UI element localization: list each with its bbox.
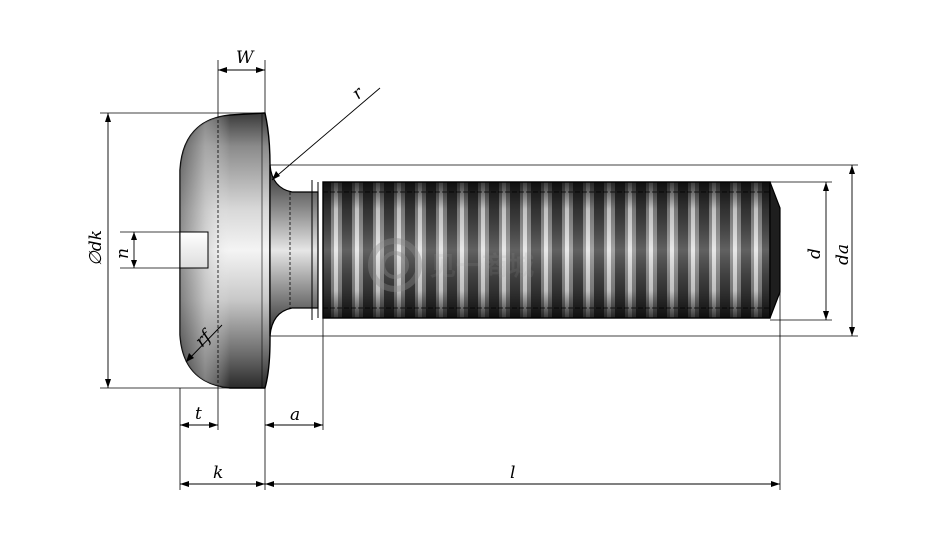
extension-lines — [100, 60, 858, 490]
label-t: t — [195, 404, 202, 424]
watermark-text: 见一商城 — [430, 251, 534, 282]
head-slot — [179, 231, 209, 269]
label-a: a — [290, 405, 300, 425]
watermark: 见一商城 — [368, 238, 534, 292]
label-n: n — [113, 248, 133, 259]
label-d: d — [805, 248, 825, 259]
label-da: da — [833, 244, 853, 265]
dimension-lines — [105, 67, 855, 487]
label-k: k — [213, 463, 223, 483]
label-l: l — [510, 463, 515, 483]
screw-tip — [769, 181, 781, 319]
screw-neck — [269, 164, 319, 337]
screw-body — [179, 112, 781, 389]
label-w: W — [236, 48, 255, 68]
label-dk: ∅dk — [86, 230, 106, 266]
